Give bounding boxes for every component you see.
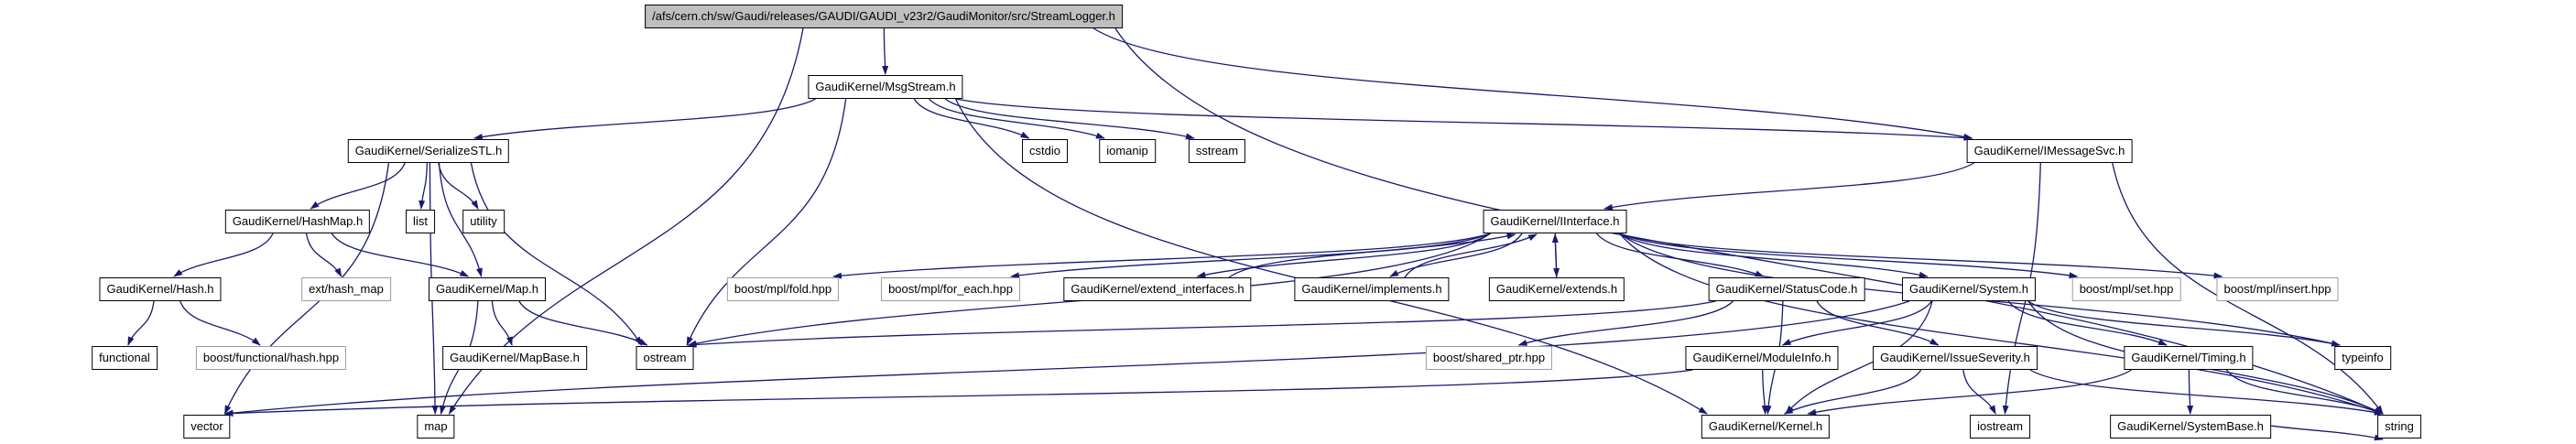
include-edge-serializestl-to-list — [418, 162, 429, 210]
graph-node-functional: functional — [92, 346, 158, 370]
include-edge-system-to-moduleinfo — [1781, 300, 1932, 346]
include-edge-iinterface-to-fold — [832, 233, 1491, 279]
include-edge-msgstream-to-ostream — [686, 98, 847, 346]
graph-node-msgstream[interactable]: GaudiKernel/MsgStream.h — [808, 75, 963, 99]
graph-node-insert: boost/mpl/insert.hpp — [2216, 277, 2339, 301]
include-edge-msgstream-to-serializestl — [473, 98, 816, 140]
graph-node-kernel[interactable]: GaudiKernel/Kernel.h — [1701, 415, 1831, 439]
graph-node-utility: utility — [462, 210, 505, 233]
graph-node-ext_hash_map: ext/hash_map — [301, 277, 391, 301]
include-edge-extends-to-iinterface — [1551, 233, 1559, 278]
include-edge-msgstream-to-kernel — [954, 98, 1708, 415]
graph-node-iinterface[interactable]: GaudiKernel/IInterface.h — [1483, 210, 1627, 233]
graph-node-streamlogger: /afs/cern.ch/sw/Gaudi/releases/GAUDI/GAU… — [645, 5, 1123, 28]
include-edge-system-to-vector — [223, 300, 1910, 417]
include-edge-implements-to-iinterface — [1404, 233, 1538, 278]
graph-node-hash[interactable]: GaudiKernel/Hash.h — [99, 277, 222, 301]
graph-node-string: string — [2377, 415, 2421, 439]
include-edge-extend_interfaces-to-iinterface — [1228, 233, 1516, 278]
include-edge-iinterface-to-extend_interfaces — [1196, 233, 1491, 278]
graph-node-mapbase[interactable]: GaudiKernel/MapBase.h — [442, 346, 587, 370]
graph-node-hashmap[interactable]: GaudiKernel/HashMap.h — [224, 210, 371, 233]
graph-node-fold: boost/mpl/fold.hpp — [726, 277, 840, 301]
graph-node-implements[interactable]: GaudiKernel/implements.h — [1294, 277, 1450, 301]
include-edge-iinterface-to-set — [1619, 233, 2079, 279]
include-edge-hash-to-boost_hash — [179, 300, 261, 346]
graph-node-iostream: iostream — [1970, 415, 2030, 439]
include-edge-msgstream-to-iomanip — [929, 98, 1105, 139]
include-edge-map_h-to-ostream — [518, 300, 648, 346]
include-edge-hashmap-to-ext_hash_map — [305, 233, 342, 277]
graph-node-typeinfo: typeinfo — [2334, 346, 2391, 370]
graph-node-extend_interfaces[interactable]: GaudiKernel/extend_interfaces.h — [1063, 277, 1252, 301]
include-edge-timing-to-string — [2225, 369, 2384, 415]
include-edge-msgstream-to-imessagesvc — [955, 98, 1973, 141]
graph-node-extends[interactable]: GaudiKernel/extends.h — [1488, 277, 1625, 301]
graph-node-serializestl[interactable]: GaudiKernel/SerializeSTL.h — [347, 139, 510, 163]
include-edge-iinterface-to-statuscode — [1596, 233, 1765, 277]
graph-node-vector: vector — [183, 415, 231, 439]
graph-node-cstdio: cstdio — [1022, 139, 1068, 163]
graph-node-sstream: sstream — [1188, 139, 1246, 163]
include-edge-msgstream-to-sstream — [944, 98, 1195, 140]
include-edge-issueseverity-to-iostream — [1962, 369, 1996, 415]
include-edge-issueseverity-to-string — [2029, 369, 2384, 416]
include-edge-iinterface-to-insert — [1619, 233, 2223, 279]
graph-node-moduleinfo[interactable]: GaudiKernel/ModuleInfo.h — [1685, 346, 1839, 370]
include-edge-statuscode-to-shared_ptr — [1517, 300, 1734, 346]
graph-node-issueseverity[interactable]: GaudiKernel/IssueSeverity.h — [1873, 346, 2038, 370]
graph-node-map_h[interactable]: GaudiKernel/Map.h — [428, 277, 547, 301]
include-edge-streamlogger-to-imessagesvc — [1092, 27, 1973, 140]
include-edge-system-to-kernel — [1785, 300, 1933, 415]
include-edge-serializestl-to-hashmap — [310, 162, 406, 210]
graph-node-timing[interactable]: GaudiKernel/Timing.h — [2124, 346, 2254, 370]
include-edge-msgstream-to-cstdio — [913, 98, 1030, 139]
graph-node-iomanip: iomanip — [1099, 139, 1156, 163]
include-edge-system-to-typeinfo — [2027, 300, 2341, 347]
include-edge-serializestl-to-map_h — [438, 162, 483, 277]
include-edge-timing-to-kernel — [1807, 369, 2132, 416]
graph-node-ostream: ostream — [636, 346, 694, 370]
include-edge-iinterface-to-for_each — [1010, 233, 1491, 279]
include-edge-hash-to-functional — [127, 300, 155, 346]
graph-node-for_each: boost/mpl/for_each.hpp — [881, 277, 1020, 301]
include-edge-hashmap-to-hash — [173, 233, 274, 277]
include-edge-imessagesvc-to-iinterface — [1603, 162, 1974, 211]
graph-node-boost_hash: boost/functional/hash.hpp — [195, 346, 347, 370]
include-edge-statuscode-to-ostream — [687, 300, 1716, 348]
include-edge-system-to-timing — [2007, 300, 2168, 346]
include-edge-serializestl-to-ostream — [470, 162, 643, 346]
include-edge-moduleinfo-to-kernel — [1761, 369, 1768, 415]
graph-node-system[interactable]: GaudiKernel/System.h — [1901, 277, 2037, 301]
include-edge-streamlogger-to-msgstream — [882, 27, 889, 75]
include-edge-iinterface-to-string — [1619, 233, 2384, 415]
include-edge-hashmap-to-map_h — [331, 233, 470, 277]
include-edge-issueseverity-to-kernel — [1783, 369, 1922, 415]
graph-node-list: list — [406, 210, 435, 233]
include-edge-serializestl-to-vector — [223, 162, 390, 415]
graph-node-statuscode[interactable]: GaudiKernel/StatusCode.h — [1708, 277, 1865, 301]
include-edge-serializestl-to-utility — [438, 162, 479, 210]
graph-node-imessagesvc[interactable]: GaudiKernel/IMessageSvc.h — [1966, 139, 2133, 163]
graph-node-shared_ptr: boost/shared_ptr.hpp — [1425, 346, 1553, 370]
include-edge-imessagesvc-to-string — [2112, 162, 2384, 415]
include-edge-moduleinfo-to-vector — [223, 369, 1693, 417]
graph-node-systembase[interactable]: GaudiKernel/SystemBase.h — [2110, 415, 2271, 439]
include-edge-map_h-to-mapbase — [491, 300, 513, 346]
graph-node-map: map — [417, 415, 455, 439]
include-edge-iinterface-to-system — [1619, 233, 1929, 278]
include-edge-timing-to-systembase — [2187, 369, 2194, 415]
graph-node-set: boost/mpl/set.hpp — [2071, 277, 2181, 301]
include-edge-iinterface-to-implements — [1389, 233, 1523, 277]
include-edge-imessagesvc-to-iostream — [2002, 162, 2041, 415]
